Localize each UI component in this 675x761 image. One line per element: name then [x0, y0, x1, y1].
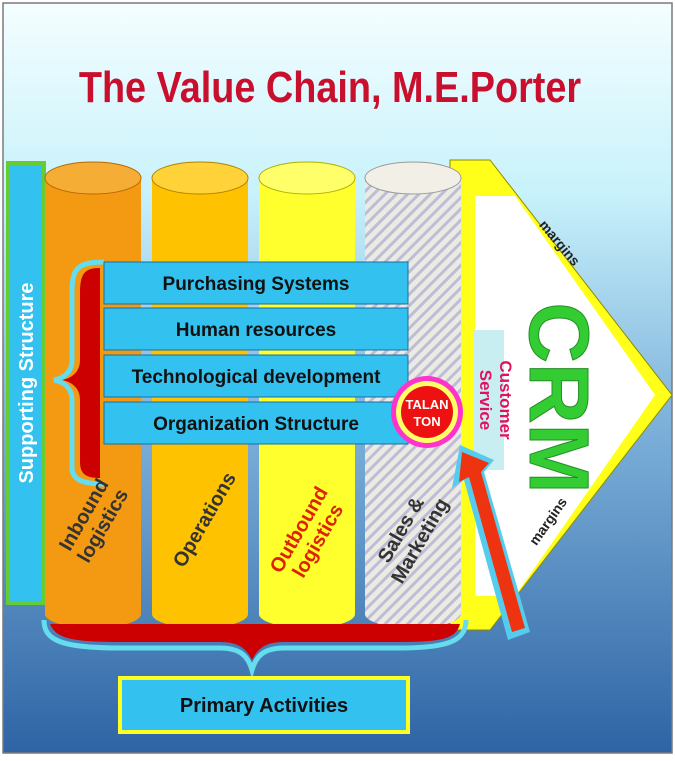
red-arrow	[452, 445, 530, 640]
svg-text:Organization Structure: Organization Structure	[153, 414, 359, 435]
support-box-organization: Organization Structure	[103, 401, 409, 445]
support-brace	[53, 259, 105, 487]
support-box-technology: Technological development	[103, 354, 409, 398]
primary-activities-box: Primary Activities	[118, 676, 410, 734]
supporting-structure-label: Supporting Structure	[16, 282, 38, 483]
supporting-structure-bar	[6, 161, 46, 605]
margin-arrow-inner	[475, 196, 655, 596]
customer-service-box	[474, 330, 504, 470]
talanton-badge: TALAN TON	[391, 376, 463, 448]
svg-text:Service: Service	[476, 370, 495, 431]
page-title: The Value Chain, M.E.Porter	[79, 62, 581, 111]
svg-text:Human resources: Human resources	[176, 320, 337, 341]
primary-brace-fill	[50, 624, 460, 660]
svg-text:Purchasing Systems: Purchasing Systems	[163, 274, 350, 295]
svg-text:Technological development: Technological development	[132, 367, 381, 388]
svg-text:Customer: Customer	[496, 360, 515, 440]
primary-brace	[41, 619, 469, 680]
support-brace-fill	[62, 268, 100, 478]
customer-service-label: Customer Service	[476, 360, 515, 440]
crm-label: CRM	[512, 302, 606, 493]
support-box-purchasing: Purchasing Systems	[103, 261, 409, 305]
svg-text:TON: TON	[413, 414, 440, 429]
support-box-human-resources: Human resources	[103, 307, 409, 351]
svg-text:Primary Activities: Primary Activities	[180, 695, 348, 717]
svg-text:TALAN: TALAN	[405, 397, 448, 412]
